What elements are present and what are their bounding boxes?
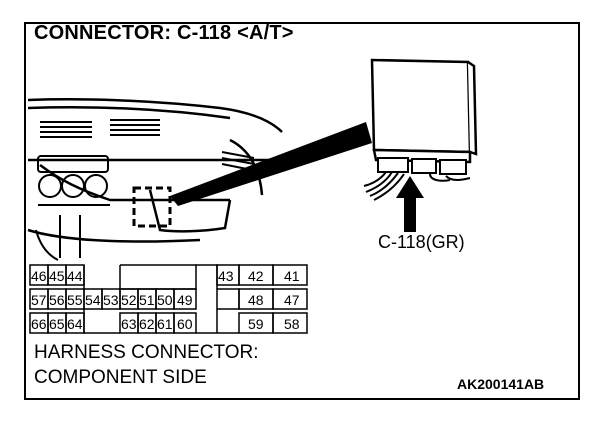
pin-50: 50 bbox=[157, 292, 173, 308]
center-console bbox=[35, 155, 110, 261]
pin-64: 64 bbox=[67, 316, 83, 332]
harness-connector-caption: HARNESS CONNECTOR: bbox=[34, 342, 259, 363]
connector-pin-numbers: 46 45 44 43 42 41 57 56 55 54 53 52 51 5… bbox=[31, 268, 300, 332]
pin-47: 47 bbox=[284, 292, 300, 308]
pin-44: 44 bbox=[67, 268, 83, 284]
wiring-harness bbox=[363, 171, 471, 201]
pin-41: 41 bbox=[284, 268, 300, 284]
pin-65: 65 bbox=[49, 316, 65, 332]
pin-42: 42 bbox=[248, 268, 264, 284]
pin-55: 55 bbox=[67, 292, 83, 308]
connector-title: CONNECTOR: C-118 <A/T> bbox=[34, 22, 294, 44]
pin-45: 45 bbox=[49, 268, 65, 284]
pin-54: 54 bbox=[85, 292, 101, 308]
pin-53: 53 bbox=[103, 292, 119, 308]
dashboard-outline bbox=[27, 98, 283, 243]
figure-code: AK200141AB bbox=[457, 376, 545, 392]
connector-label: C-118(GR) bbox=[378, 232, 465, 252]
pin-63: 63 bbox=[121, 316, 137, 332]
callout-beam bbox=[170, 122, 372, 206]
pin-61: 61 bbox=[157, 316, 173, 332]
pin-57: 57 bbox=[31, 292, 47, 308]
ecu-location-marker bbox=[132, 186, 172, 228]
pin-49: 49 bbox=[177, 292, 193, 308]
pin-48: 48 bbox=[248, 292, 264, 308]
pin-66: 66 bbox=[31, 316, 47, 332]
pin-43: 43 bbox=[218, 268, 234, 284]
ecu-connector-plugs bbox=[377, 157, 467, 175]
pin-51: 51 bbox=[139, 292, 155, 308]
pin-56: 56 bbox=[49, 292, 65, 308]
pin-59: 59 bbox=[248, 316, 264, 332]
up-arrow-icon bbox=[396, 176, 424, 232]
pin-52: 52 bbox=[121, 292, 137, 308]
pin-60: 60 bbox=[177, 316, 193, 332]
ecu-module bbox=[370, 58, 478, 164]
component-side-caption: COMPONENT SIDE bbox=[34, 367, 207, 388]
pin-62: 62 bbox=[139, 316, 155, 332]
pin-58: 58 bbox=[284, 316, 300, 332]
diagram-frame bbox=[24, 22, 580, 400]
pin-46: 46 bbox=[31, 268, 47, 284]
connector-pin-grid bbox=[29, 264, 308, 334]
air-vents bbox=[40, 119, 255, 171]
